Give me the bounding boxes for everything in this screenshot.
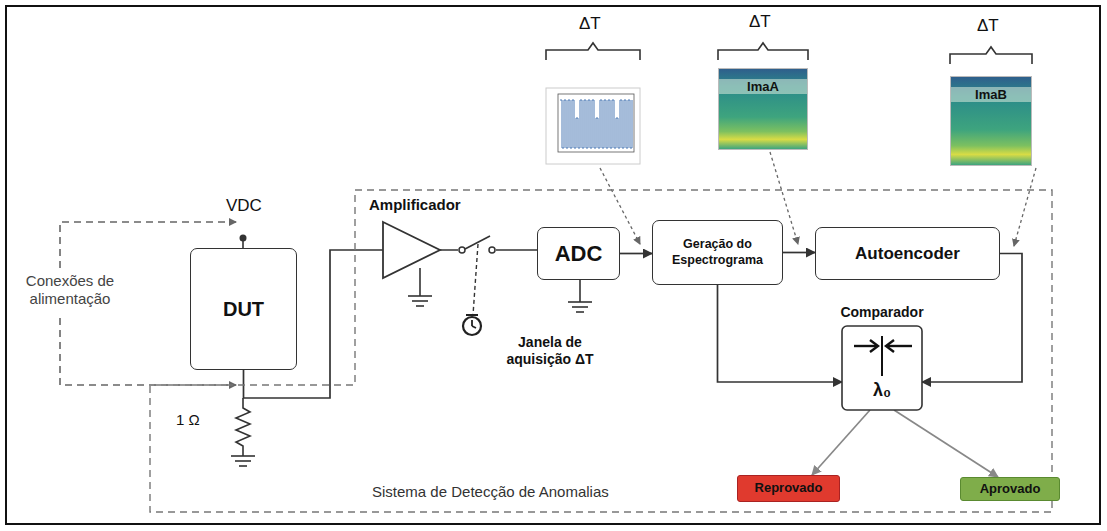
- region-label: Sistema de Detecção de Anomalias: [372, 483, 609, 500]
- box-label: Geração do Espectrograma: [653, 237, 782, 268]
- signal-connector: [783, 252, 815, 254]
- spectrogram-image: ImaA: [718, 68, 808, 150]
- supply-label: VDC: [226, 196, 262, 216]
- process-box: Reprovado: [737, 475, 840, 502]
- resistor-symbol: [236, 398, 250, 456]
- threshold-symbol: λ₀: [842, 380, 922, 401]
- vdc-terminal: [240, 235, 247, 249]
- comparator-box: Comparador λ₀: [832, 302, 932, 412]
- spectrogram-image: ImaB: [950, 76, 1032, 166]
- process-box: Aprovado: [960, 477, 1060, 501]
- box-label: ADC: [550, 240, 608, 268]
- note-label: Conexões de alimentação: [10, 272, 130, 308]
- amplifier-symbol: Amplificador: [375, 196, 470, 280]
- box-label: Autoencoder: [850, 243, 965, 264]
- process-box: Autoencoder: [815, 227, 1000, 280]
- resistor-value: 1 Ω: [176, 411, 200, 429]
- signal-plot-thumbnail: [546, 88, 640, 164]
- system-region: Sistema de Detecção de Anomalias Amplific…: [150, 190, 1052, 512]
- box-label: Aprovado: [975, 481, 1046, 497]
- outer-frame: [6, 6, 1100, 524]
- signal-connector: [812, 410, 870, 475]
- process-box: Geração do Espectrograma: [652, 220, 783, 285]
- image-label: ImaA: [719, 79, 807, 94]
- window-label: Janela de aquisição ΔT: [488, 334, 612, 368]
- box-label: Reprovado: [750, 480, 828, 496]
- signal-connector: [718, 285, 843, 382]
- process-box: DUT: [190, 248, 297, 370]
- time-brackets: [546, 43, 1032, 64]
- comparator-label: Comparador: [832, 304, 932, 320]
- image-label: ImaB: [951, 87, 1031, 102]
- interval-label: ΔT: [579, 14, 601, 34]
- signal-connector: [620, 253, 652, 255]
- amplifier-label: Amplificador: [369, 196, 461, 213]
- signal-connector: [894, 410, 998, 477]
- interval-label: ΔT: [749, 12, 771, 32]
- process-box: ADC: [537, 227, 620, 280]
- box-label: DUT: [218, 297, 269, 322]
- clock-icon: [463, 315, 481, 335]
- interval-label: ΔT: [977, 16, 999, 36]
